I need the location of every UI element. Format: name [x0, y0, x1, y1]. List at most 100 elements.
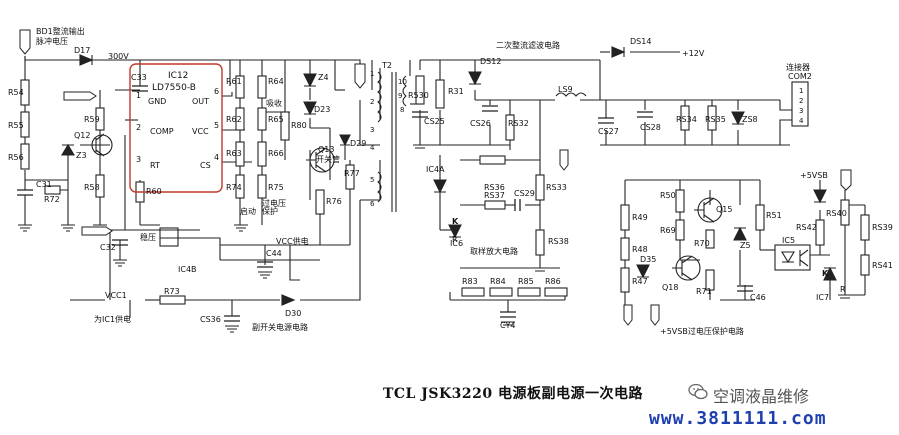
pin-out: OUT [192, 97, 209, 106]
zener-z4 [303, 73, 317, 88]
label-r69: R69 [660, 226, 676, 235]
label-r50: R50 [660, 191, 676, 200]
label-r63: R63 [226, 149, 242, 158]
t2-pin-6: 6 [370, 200, 375, 208]
resistor-r86 [544, 287, 568, 297]
resistor-r55 [20, 111, 30, 138]
zener-zs8 [731, 111, 745, 126]
site-url[interactable]: www.3811111.com [649, 408, 827, 429]
label-d29: D29 [350, 139, 366, 148]
label-cs36: CS36 [200, 315, 221, 324]
resistor-r75 [257, 174, 267, 199]
resistor-r530 [415, 75, 425, 105]
label-rs35: RS35 [705, 115, 726, 124]
label-vccgd: VCC供电 [276, 236, 309, 246]
label-xiaoci: 吸收 [266, 98, 282, 108]
label-r72: R72 [44, 195, 60, 204]
resistor-rs40 [840, 199, 850, 226]
label-r83: R83 [462, 277, 478, 286]
label-ds12: DS12 [480, 57, 501, 66]
diode-5vsb [813, 189, 827, 204]
label-r80: R80 [291, 121, 307, 130]
label-12v: +12V [682, 49, 705, 58]
opto-led-ic4a [433, 179, 447, 194]
resistor-r31 [435, 79, 445, 109]
label-r85: R85 [518, 277, 534, 286]
resistor-r76 [315, 189, 325, 215]
resistor-r85 [517, 287, 541, 297]
label-q12: Q12 [74, 131, 90, 140]
label-rs37: RS37 [484, 191, 505, 200]
pin-num-5: 5 [214, 121, 219, 130]
resistor-rs34 [680, 105, 690, 131]
label-z5: Z5 [740, 241, 751, 250]
resistor-r66 [257, 141, 267, 167]
label-rs40: RS40 [826, 209, 847, 218]
label-guoyabh: +5VSB过电压保护电路 [660, 326, 744, 336]
capacitor-cs26 [482, 105, 498, 112]
label-cy4: CY4 [500, 321, 515, 330]
label-r73: R73 [164, 287, 180, 296]
resistor-r65 [257, 107, 267, 131]
diode-d17 [79, 54, 94, 66]
label-q15: Q15 [716, 205, 732, 214]
resistor-r54 [20, 79, 30, 106]
label-r74: R74 [226, 183, 242, 192]
label-k-ic7: K [822, 269, 829, 278]
capacitors [17, 85, 753, 322]
capacitor-cs28 [637, 111, 653, 118]
label-k-ic6: K [452, 217, 459, 226]
label-ls9: LS9 [558, 85, 573, 94]
optocoupler-ic4b [159, 227, 179, 247]
label-ld7550: LD7550-B [152, 83, 196, 93]
com2-pin-1: 1 [799, 87, 803, 95]
label-qidong: 启动 [240, 206, 256, 216]
wechat-icon [688, 383, 708, 400]
label-r77: R77 [344, 169, 360, 178]
label-r59: R59 [84, 115, 100, 124]
com2-pin-2: 2 [799, 97, 803, 105]
resistor-r62 [235, 107, 245, 131]
zener-z5 [733, 226, 747, 241]
pin-comp: COMP [150, 127, 174, 136]
label-r75: R75 [268, 183, 284, 192]
diode-d30 [281, 294, 296, 306]
resistor-r70 [705, 229, 715, 249]
t2-pin-3: 3 [370, 126, 374, 134]
resistor-r47 [620, 267, 630, 293]
resistor-r50 [675, 189, 685, 213]
label-cs29: CS29 [514, 189, 535, 198]
wires [24, 51, 866, 318]
transistors [88, 133, 723, 281]
label-5vsb: +5VSB [800, 171, 828, 180]
resistor-r73 [159, 295, 186, 305]
label-zs8: ZS8 [742, 115, 758, 124]
capacitor-cs36 [224, 315, 240, 322]
label-r66: R66 [268, 149, 284, 158]
label-rs41: RS41 [872, 261, 893, 270]
resistor-r80 [280, 111, 290, 141]
label-z4: Z4 [318, 73, 329, 82]
capacitor-c46 [737, 285, 753, 292]
label-r71: R71 [696, 287, 712, 296]
optocouplers [159, 227, 811, 271]
inductor-ls9 [555, 92, 587, 97]
resistor-rs38 [535, 229, 545, 256]
resistor-r51 [755, 204, 765, 231]
resistor-rs39 [860, 214, 870, 241]
label-c33: C33 [131, 73, 147, 82]
label-q18: Q18 [662, 283, 678, 292]
resistor-rs36 [479, 155, 506, 165]
label-cs26: CS26 [470, 119, 491, 128]
t2-pin-10: 10 [398, 78, 407, 86]
capacitor-cs29 [514, 199, 521, 211]
label-ic6: IC6 [450, 239, 463, 248]
label-ic4b: IC4B [178, 265, 197, 274]
resistor-r48 [620, 237, 630, 261]
label-z3: Z3 [76, 151, 87, 160]
label-d17: D17 [74, 46, 90, 55]
label-c44: C44 [266, 249, 282, 258]
resistor-r69 [675, 219, 685, 241]
t2-pin-2: 2 [370, 98, 374, 106]
